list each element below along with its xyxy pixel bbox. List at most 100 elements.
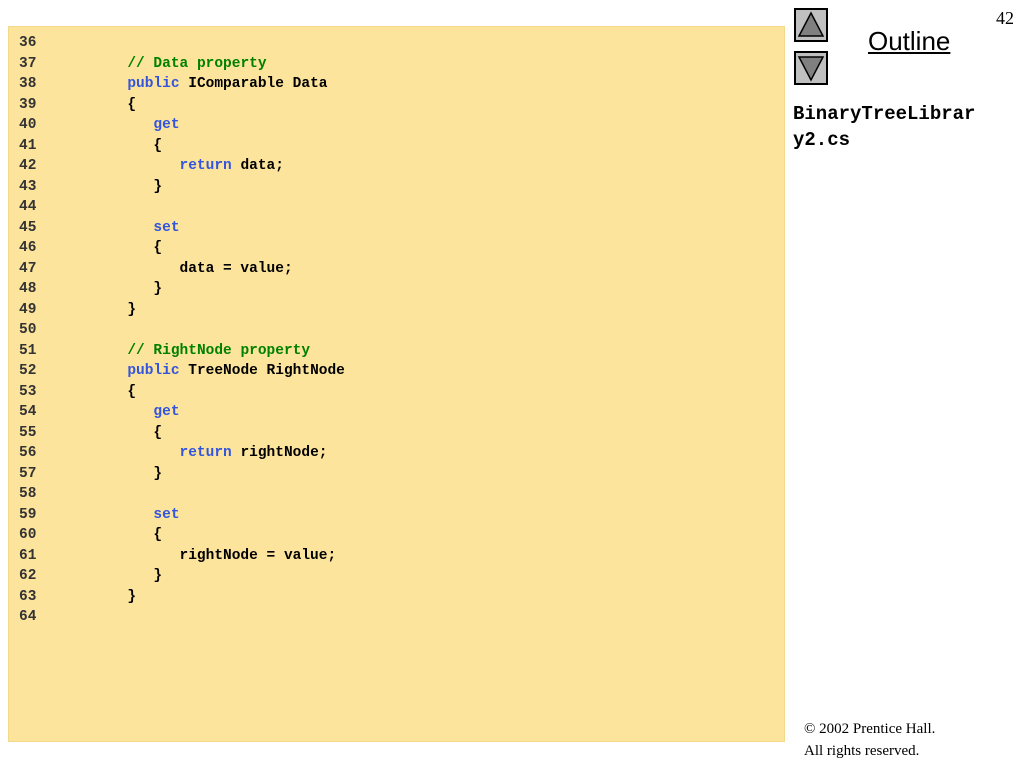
line-number: 44 bbox=[19, 199, 37, 215]
code-text bbox=[49, 76, 127, 92]
line-number: 57 bbox=[19, 465, 37, 482]
line-number: 43 bbox=[19, 178, 37, 195]
code-line: 43 } bbox=[19, 177, 345, 198]
code-line: 49 } bbox=[19, 300, 345, 321]
line-number: 36 bbox=[19, 35, 37, 51]
code-keyword: return bbox=[179, 445, 232, 461]
code-line: 42 return data; bbox=[19, 156, 345, 177]
line-number: 42 bbox=[19, 158, 37, 174]
code-text: } bbox=[49, 588, 137, 605]
code-line: 48 } bbox=[19, 279, 345, 300]
code-comment: // RightNode property bbox=[127, 342, 311, 359]
line-number: 55 bbox=[19, 424, 37, 441]
slide-number: 42 bbox=[996, 8, 1014, 28]
line-number: 41 bbox=[19, 137, 37, 154]
triangle-down-icon[interactable] bbox=[794, 51, 828, 85]
code-line: 45 set bbox=[19, 218, 345, 239]
code-line: 44 bbox=[19, 197, 345, 218]
code-line: 60 { bbox=[19, 525, 345, 546]
code-keyword: public bbox=[127, 363, 180, 379]
code-text bbox=[49, 507, 153, 523]
code-text bbox=[49, 117, 153, 133]
code-line: 52 public TreeNode RightNode bbox=[19, 361, 345, 382]
line-number: 56 bbox=[19, 445, 37, 461]
code-text bbox=[49, 158, 180, 174]
line-number: 47 bbox=[19, 260, 37, 277]
file-name: BinaryTreeLibrar y2.cs bbox=[793, 101, 1018, 153]
file-name-line2: y2.cs bbox=[793, 129, 851, 151]
code-keyword: get bbox=[153, 117, 180, 133]
code-keyword: set bbox=[153, 219, 180, 236]
line-number: 53 bbox=[19, 383, 37, 400]
code-line: 61 rightNode = value; bbox=[19, 546, 345, 567]
code-text: { bbox=[49, 137, 163, 154]
code-text: } bbox=[49, 281, 163, 297]
code-text: rightNode; bbox=[231, 445, 328, 461]
code-line: 50 bbox=[19, 320, 345, 341]
code-line: 63 } bbox=[19, 587, 345, 608]
code-line: 47 data = value; bbox=[19, 259, 345, 280]
line-number: 40 bbox=[19, 117, 37, 133]
line-number: 52 bbox=[19, 363, 37, 379]
code-text: } bbox=[49, 465, 163, 482]
code-line: 37 // Data property bbox=[19, 54, 345, 75]
code-line: 38 public IComparable Data bbox=[19, 74, 345, 95]
code-text: { bbox=[49, 240, 163, 256]
line-number: 63 bbox=[19, 588, 37, 605]
code-line: 53 { bbox=[19, 382, 345, 403]
code-text: } bbox=[49, 178, 163, 195]
code-line: 51 // RightNode property bbox=[19, 341, 345, 362]
code-text bbox=[49, 445, 180, 461]
line-number: 37 bbox=[19, 55, 37, 72]
outline-link[interactable]: Outline bbox=[868, 26, 951, 56]
code-line: 57 } bbox=[19, 464, 345, 485]
code-text bbox=[49, 56, 127, 72]
line-number: 39 bbox=[19, 96, 37, 113]
code-line: 54 get bbox=[19, 402, 345, 423]
code-text: TreeNode RightNode bbox=[179, 363, 345, 379]
triangle-down-icon-graphic bbox=[797, 56, 825, 82]
code-text: } bbox=[49, 568, 163, 584]
line-number: 59 bbox=[19, 506, 37, 523]
code-text bbox=[49, 363, 127, 379]
line-number: 54 bbox=[19, 404, 37, 420]
code-text: data; bbox=[231, 158, 284, 174]
code-line: 41 { bbox=[19, 136, 345, 157]
code-line: 55 { bbox=[19, 423, 345, 444]
line-number: 48 bbox=[19, 281, 37, 297]
triangle-up-icon-graphic bbox=[797, 11, 825, 37]
code-text: { bbox=[49, 96, 137, 113]
code-keyword: set bbox=[153, 506, 180, 523]
line-number: 58 bbox=[19, 486, 37, 502]
line-number: 46 bbox=[19, 240, 37, 256]
code-text: rightNode = value; bbox=[49, 547, 337, 564]
line-number: 45 bbox=[19, 219, 37, 236]
code-line: 59 set bbox=[19, 505, 345, 526]
line-number: 51 bbox=[19, 342, 37, 359]
code-line: 40 get bbox=[19, 115, 345, 136]
line-number: 62 bbox=[19, 568, 37, 584]
code-line: 36 bbox=[19, 33, 345, 54]
code-text bbox=[49, 343, 127, 359]
code-text: { bbox=[49, 383, 137, 400]
copyright-line1: © 2002 Prentice Hall. bbox=[804, 721, 936, 737]
triangle-up-icon[interactable] bbox=[794, 8, 828, 42]
code-text bbox=[49, 220, 153, 236]
code-line: 62 } bbox=[19, 566, 345, 587]
copyright-line2: All rights reserved. bbox=[804, 743, 920, 759]
code-line: 56 return rightNode; bbox=[19, 443, 345, 464]
code-keyword: public bbox=[127, 76, 180, 92]
file-name-line1: BinaryTreeLibrar bbox=[793, 103, 976, 125]
line-number: 64 bbox=[19, 609, 37, 625]
code-text: { bbox=[49, 527, 163, 543]
line-number: 60 bbox=[19, 527, 37, 543]
code-text: } bbox=[49, 301, 137, 318]
line-number: 38 bbox=[19, 76, 37, 92]
code-line: 64 bbox=[19, 607, 345, 628]
code-comment: // Data property bbox=[127, 55, 267, 72]
copyright-notice: © 2002 Prentice Hall. All rights reserve… bbox=[804, 718, 935, 762]
code-keyword: return bbox=[179, 158, 232, 174]
code-text: IComparable Data bbox=[179, 76, 328, 92]
